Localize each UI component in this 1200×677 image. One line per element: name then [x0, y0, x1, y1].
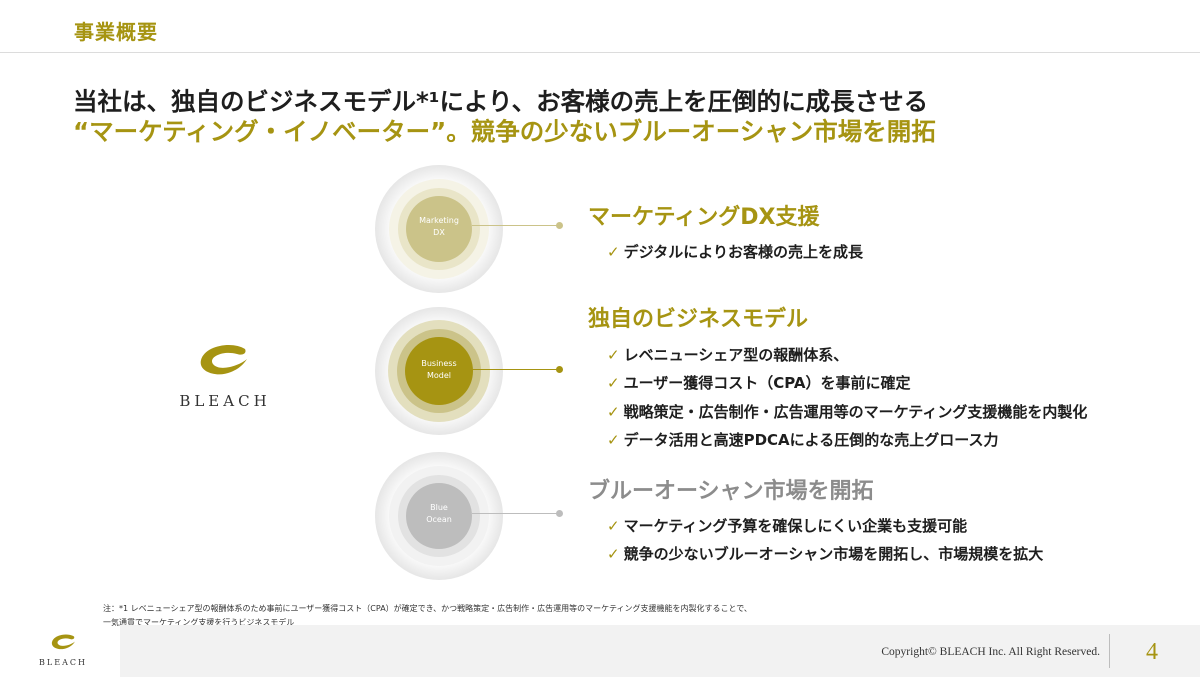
check-icon: ✓ — [607, 346, 620, 364]
page-number-divider — [1109, 634, 1110, 668]
check-icon: ✓ — [607, 545, 620, 563]
section-title: 事業概要 — [74, 20, 158, 44]
connector-dot — [556, 366, 563, 373]
check-icon: ✓ — [607, 243, 620, 261]
circle-label: Blue Ocean — [426, 503, 452, 524]
circle-marketing-dx: Marketing DX — [373, 163, 505, 295]
copyright: Copyright© BLEACH Inc. All Right Reserve… — [881, 646, 1100, 658]
bullet-item: ✓デジタルによりお客様の売上を成長 — [607, 243, 863, 261]
check-icon: ✓ — [607, 517, 620, 535]
footer-logo-name: BLEACH — [39, 658, 87, 667]
check-icon: ✓ — [607, 403, 620, 421]
bullet-item: ✓レベニューシェア型の報酬体系、 — [607, 346, 849, 364]
footnote-line-2: 一気通貫でマーケティング支援を行うビジネスモデル — [103, 618, 295, 627]
bleach-swoosh-logo-icon — [51, 634, 75, 650]
circle-business-model: Business Model — [373, 305, 505, 437]
bullet-item: ✓競争の少ないブルーオーシャン市場を開拓し、市場規模を拡大 — [607, 545, 1044, 563]
bullet-item: ✓ユーザー獲得コスト（CPA）を事前に確定 — [607, 374, 911, 392]
concentric-circle-graphic — [375, 452, 503, 580]
connector-dot — [556, 222, 563, 229]
headline: 当社は、独自のビジネスモデル*¹により、お客様の売上を圧倒的に成長させる “マー… — [73, 87, 936, 147]
bullet-item: ✓データ活用と高速PDCAによる圧倒的な売上グロース力 — [607, 431, 999, 449]
footnote-line-1: 注：*1 レベニューシェア型の報酬体系のため事前にユーザー獲得コスト（CPA）が… — [103, 604, 752, 613]
footer-logo: BLEACH — [28, 632, 98, 672]
page-number: 4 — [1146, 639, 1158, 665]
block-title-business-model: 独自のビジネスモデル — [588, 307, 809, 332]
brand-name: BLEACH — [179, 392, 271, 410]
block-title-marketing-dx: マーケティングDX支援 — [588, 205, 820, 230]
brand-logo: BLEACH — [160, 342, 290, 412]
headline-line-2: “マーケティング・イノベーター”。競争の少ないブルーオーシャン市場を開拓 — [73, 117, 936, 146]
footer-band — [120, 625, 1200, 677]
headline-line-1: 当社は、独自のビジネスモデル*¹により、お客様の売上を圧倒的に成長させる — [73, 87, 929, 116]
footnote: 注：*1 レベニューシェア型の報酬体系のため事前にユーザー獲得コスト（CPA）が… — [103, 602, 752, 630]
header-bar — [0, 0, 1200, 53]
bleach-swoosh-logo-icon — [200, 344, 247, 375]
bullet-item: ✓マーケティング予算を確保しにくい企業も支援可能 — [607, 517, 968, 535]
block-title-blue-ocean: ブルーオーシャン市場を開拓 — [588, 479, 874, 504]
circle-blue-ocean: Blue Ocean — [373, 450, 505, 582]
connector-line-marketing-dx — [472, 222, 563, 229]
concentric-circle-graphic — [375, 165, 503, 293]
connector-line-business-model — [472, 366, 563, 373]
concentric-circle-graphic — [375, 307, 503, 435]
check-icon: ✓ — [607, 374, 620, 392]
circle-label: Business Model — [421, 359, 457, 380]
circle-label: Marketing DX — [419, 216, 459, 237]
check-icon: ✓ — [607, 431, 620, 449]
bullet-item: ✓戦略策定・広告制作・広告運用等のマーケティング支援機能を内製化 — [607, 403, 1088, 421]
connector-dot — [556, 510, 563, 517]
connector-line-blue-ocean — [472, 510, 563, 517]
